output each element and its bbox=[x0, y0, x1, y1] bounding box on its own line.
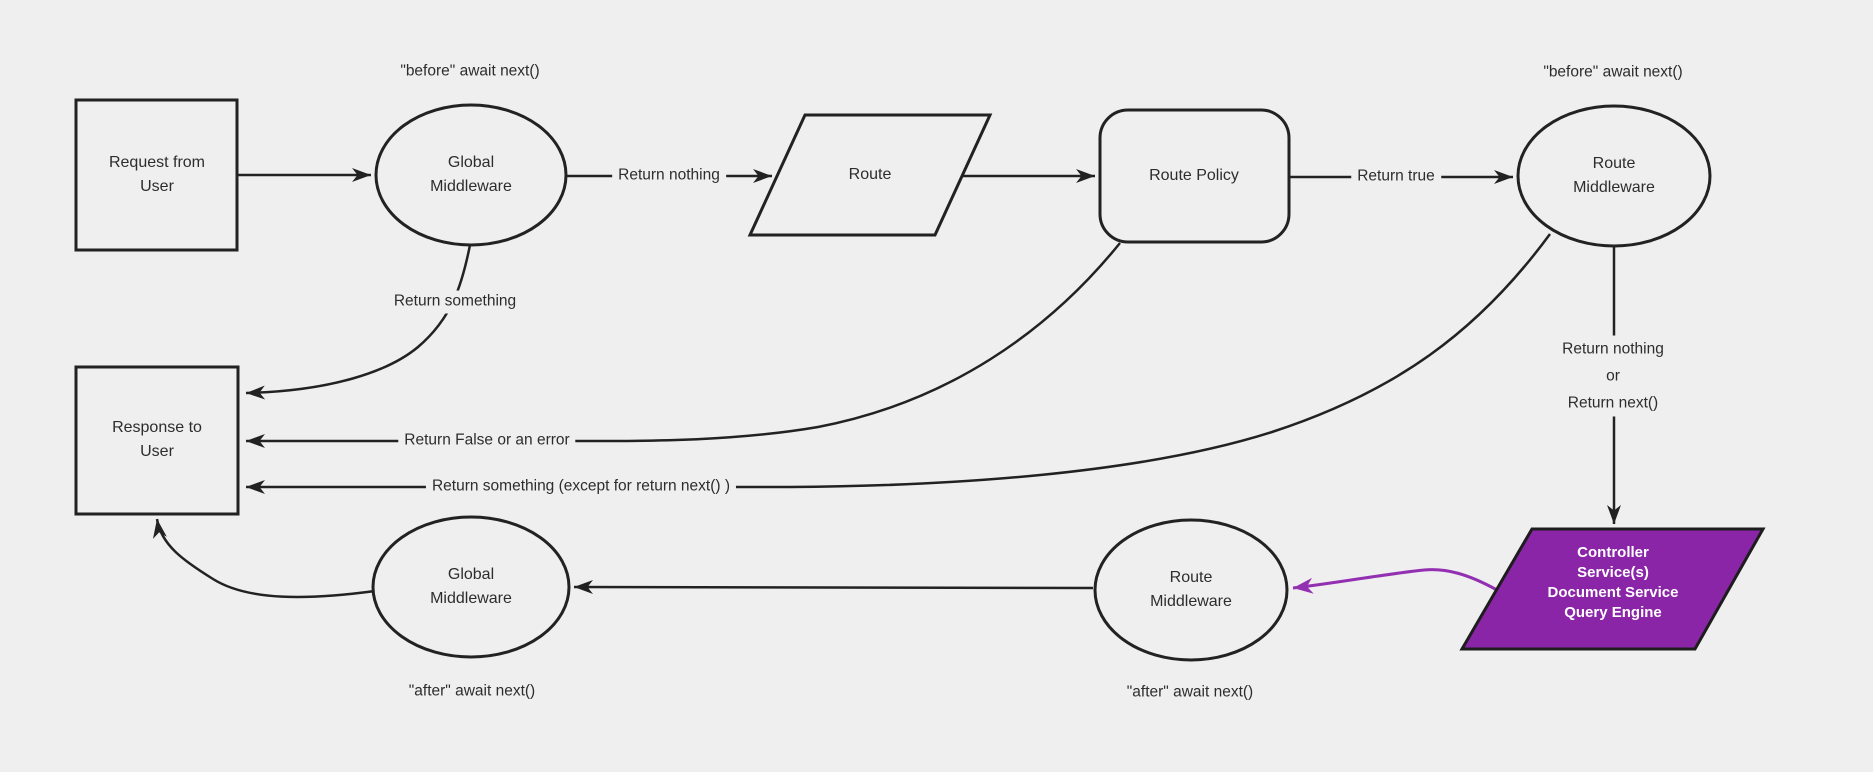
route-middleware-after-label: Route Middleware bbox=[1150, 569, 1232, 610]
route-middleware-before-label: Route Middleware bbox=[1573, 155, 1655, 196]
route-policy-label: Route Policy bbox=[1149, 167, 1239, 184]
edge-global-middleware-after-to-response bbox=[152, 518, 376, 599]
return-true-label: Return true bbox=[1351, 165, 1441, 189]
global-middleware-after-label: Global Middleware bbox=[430, 566, 512, 607]
global-middleware-after-shape bbox=[371, 515, 571, 659]
edge-controller-to-route-middleware-after bbox=[1292, 568, 1498, 594]
response-to-user-shape bbox=[74, 365, 240, 516]
after-await-next-route-label: "after" await next() bbox=[1120, 681, 1260, 705]
response-to-user-label: Response to User bbox=[112, 419, 202, 460]
controller-services-line-3: Document Service bbox=[1547, 584, 1679, 601]
return-nothing-label: Return nothing bbox=[612, 164, 726, 188]
before-await-next-global-label: "before" await next() bbox=[394, 60, 546, 84]
global-middleware-before-shape bbox=[374, 103, 568, 247]
route-policy-shape bbox=[1098, 108, 1291, 244]
route-middleware-before-shape bbox=[1516, 104, 1712, 248]
edge-route-middleware-return-something-except bbox=[246, 233, 1552, 494]
return-something-except-label: Return something (except for return next… bbox=[425, 475, 737, 499]
return-nothing-or-next-line-3: Return next() bbox=[1567, 394, 1659, 412]
route-label: Route bbox=[848, 166, 892, 183]
return-nothing-or-next-line-2: or bbox=[1606, 367, 1620, 385]
return-something-label: Return something bbox=[387, 290, 523, 314]
request-from-user-label: Request from User bbox=[108, 154, 206, 195]
return-nothing-or-next-line-1: Return nothing bbox=[1562, 340, 1664, 358]
controller-services-label: Controller Service(s) Document Service Q… bbox=[1548, 543, 1679, 623]
edge-route-middleware-after-to-global-middleware-after bbox=[573, 580, 1094, 595]
controller-services-line-2: Service(s) bbox=[1577, 564, 1649, 581]
return-nothing-or-next-label: Return nothing or Return next() bbox=[1532, 335, 1694, 417]
controller-services-shape bbox=[1459, 527, 1766, 651]
route-shape bbox=[747, 113, 993, 237]
return-false-or-error-label: Return False or an error bbox=[398, 429, 576, 453]
edge-global-middleware-return-something bbox=[245, 244, 472, 400]
controller-services-line-4: Query Engine bbox=[1564, 604, 1662, 621]
controller-services-line-1: Controller bbox=[1577, 544, 1649, 561]
request-from-user-shape bbox=[74, 98, 239, 252]
before-await-next-route-label: "before" await next() bbox=[1537, 61, 1689, 85]
route-middleware-after-shape bbox=[1093, 518, 1289, 662]
after-await-next-global-label: "after" await next() bbox=[402, 680, 542, 704]
edge-route-policy-return-false bbox=[246, 242, 1121, 448]
global-middleware-before-label: Global Middleware bbox=[430, 154, 512, 195]
